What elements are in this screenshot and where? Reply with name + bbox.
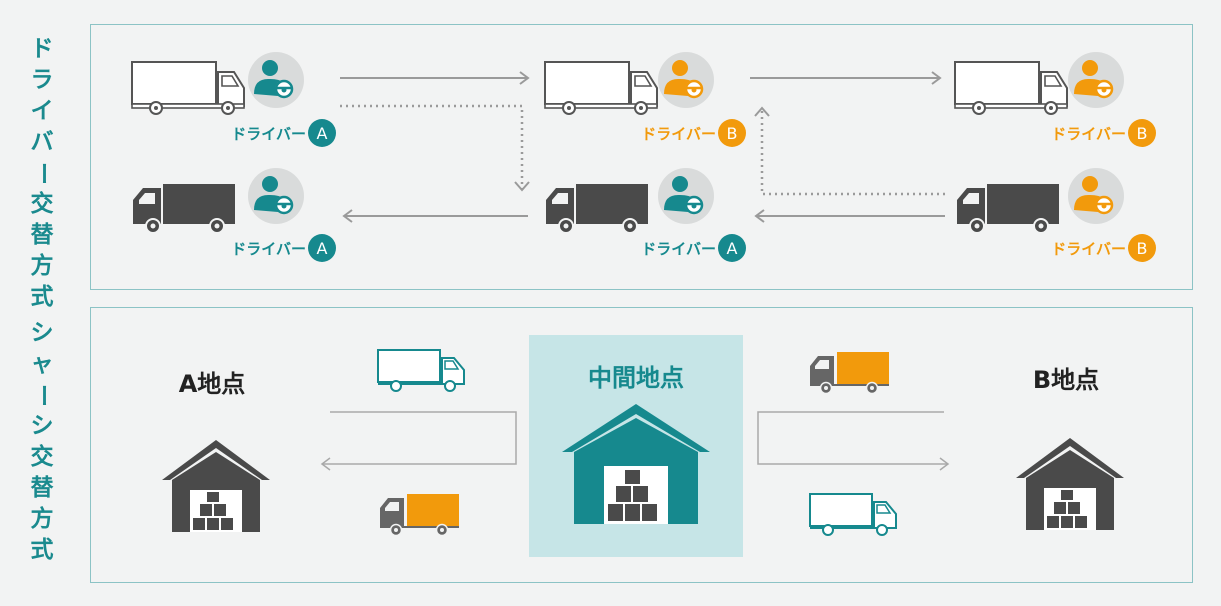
driver-label: ドライバー <box>641 240 716 258</box>
driver-avatar-icon <box>658 52 714 108</box>
driver-label: ドライバー <box>231 125 306 143</box>
title-char: ャ <box>30 351 54 377</box>
driver-badge-letter: B <box>727 124 738 143</box>
title-char: シ <box>30 320 54 346</box>
truck-white-2 <box>544 61 658 115</box>
truck-orange-right <box>809 351 890 395</box>
driver-badge <box>1128 234 1156 262</box>
arrow-middle-to-b <box>757 411 950 471</box>
middle-point-label: 中間地点 <box>588 364 684 392</box>
point-a-label: A地点 <box>178 370 246 398</box>
driver-label: ドライバー <box>641 125 716 143</box>
driver-avatar-icon <box>1068 168 1124 224</box>
driver-badge <box>308 234 336 262</box>
warehouse-b-icon <box>1016 438 1124 530</box>
title-char: 交 <box>30 444 54 470</box>
driver-badge-letter: B <box>1137 239 1148 258</box>
warehouse-a-icon <box>162 440 270 532</box>
warehouse-middle-icon <box>562 404 710 524</box>
truck-teal-outline-right <box>809 493 897 536</box>
driver-badge-letter: A <box>727 239 738 258</box>
driver-badge <box>718 119 746 147</box>
driver-badge <box>308 119 336 147</box>
driver-avatar-icon <box>1068 52 1124 108</box>
driver-badge-letter: A <box>317 124 328 143</box>
arrow-row1-a-to-b <box>340 71 530 85</box>
title-char: 替 <box>30 222 54 248</box>
driver-avatar-icon <box>248 52 304 108</box>
title-char: 式 <box>30 284 54 310</box>
title-char: バ <box>30 129 54 155</box>
chassis-swap-panel <box>90 307 1193 583</box>
title-char: ド <box>30 36 54 62</box>
title-char: 方 <box>30 506 54 532</box>
arrow-row2-mid-to-left <box>342 209 528 223</box>
title-char: 方 <box>30 253 54 279</box>
driver-label: ドライバー <box>231 240 306 258</box>
title-char: 替 <box>30 475 54 501</box>
driver-badge-letter: A <box>317 239 328 258</box>
title-char: イ <box>30 98 54 124</box>
dotted-arrow-a-down <box>340 104 530 192</box>
driver-badge <box>718 234 746 262</box>
driver-avatar-icon <box>248 168 304 224</box>
truck-dark-1 <box>132 183 236 234</box>
chassis-swap-title: シャーシ交替方式 <box>20 318 64 566</box>
driver-swap-title: ドライバー交替方式 <box>20 34 64 313</box>
title-char: 交 <box>30 191 54 217</box>
arrow-row1-b-to-c <box>750 71 942 85</box>
truck-white-1 <box>131 61 245 115</box>
truck-teal-outline-left <box>377 349 465 392</box>
driver-badge <box>1128 119 1156 147</box>
driver-label: ドライバー <box>1051 240 1126 258</box>
title-char: シ <box>30 413 54 439</box>
arrow-row2-right-to-mid <box>754 209 945 223</box>
truck-white-3 <box>954 61 1068 115</box>
dotted-arrow-b-up <box>754 106 945 196</box>
title-char: 式 <box>30 537 54 563</box>
title-char: ラ <box>30 67 54 93</box>
truck-orange-left <box>379 493 460 537</box>
driver-avatar-icon <box>658 168 714 224</box>
driver-swap-panel <box>90 24 1193 290</box>
point-b-label: B地点 <box>1032 366 1100 394</box>
truck-dark-2 <box>545 183 649 234</box>
arrow-middle-to-a <box>320 411 517 471</box>
driver-badge-letter: B <box>1137 124 1148 143</box>
truck-dark-3 <box>956 183 1060 234</box>
driver-label: ドライバー <box>1051 125 1126 143</box>
